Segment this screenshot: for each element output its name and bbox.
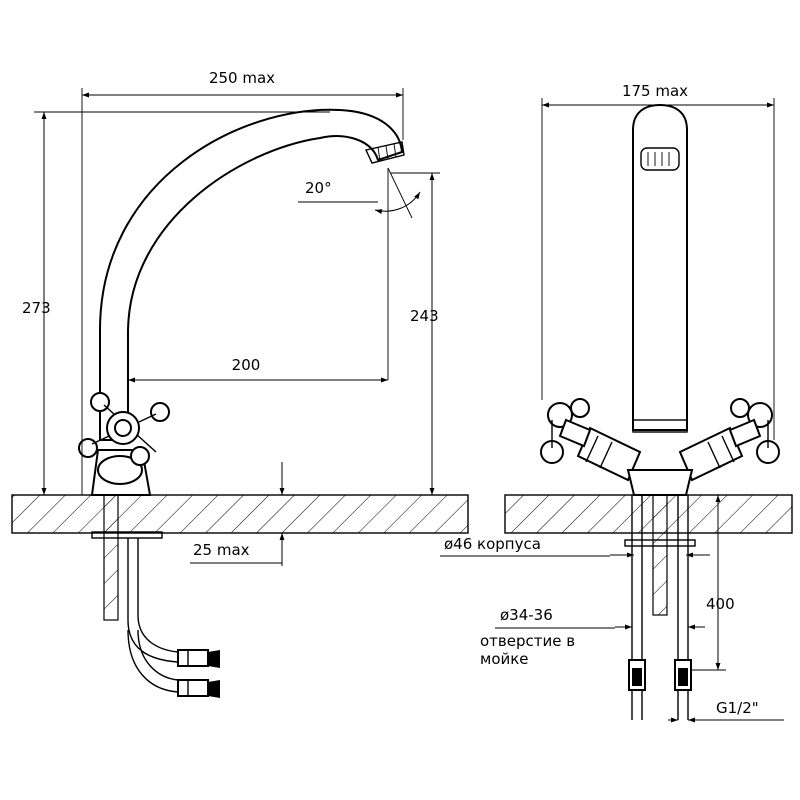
aerator-front xyxy=(640,147,680,171)
dim-400: 400 xyxy=(706,595,735,613)
hose-lower xyxy=(127,629,179,693)
valve-arm-right xyxy=(678,398,780,482)
mounting-stud xyxy=(103,494,119,621)
dim-200: 200 xyxy=(232,356,261,374)
dim-175-max: 175 max xyxy=(622,82,688,100)
dim-20-deg: 20° xyxy=(305,179,332,197)
dim-thread-g12: G1/2" xyxy=(716,699,759,717)
dim-34-36-hole: ø34-36 xyxy=(500,606,553,624)
countertop-left xyxy=(11,494,469,534)
dim-250-max: 250 max xyxy=(209,69,275,87)
dim-25-max: 25 max xyxy=(193,541,250,559)
cross-handle-side xyxy=(78,392,170,466)
center-stud xyxy=(652,494,668,616)
hole-description-line1: отверстие в xyxy=(480,632,575,650)
spout-pipe xyxy=(99,108,404,441)
countertop-right xyxy=(504,494,793,534)
hole-description-line2: мойке xyxy=(480,650,529,668)
valve-arm-left xyxy=(540,398,642,482)
dim-46-body: ø46 корпуса xyxy=(444,535,541,553)
hose-upper xyxy=(127,538,179,663)
dim-273: 273 xyxy=(22,299,51,317)
dim-243: 243 xyxy=(410,307,439,325)
aerator xyxy=(365,141,405,164)
hose-end-left xyxy=(628,659,646,720)
faucet-body-front xyxy=(626,469,694,496)
side-view: 250 max 273 243 200 20° 25 max xyxy=(11,69,469,698)
hose-fitting-lower xyxy=(177,679,220,698)
hose-end-right xyxy=(674,659,692,720)
front-view: 175 max ø46 корпуса ø34-36 отверстие в м… xyxy=(440,82,793,723)
hose-fitting-upper xyxy=(177,649,220,668)
